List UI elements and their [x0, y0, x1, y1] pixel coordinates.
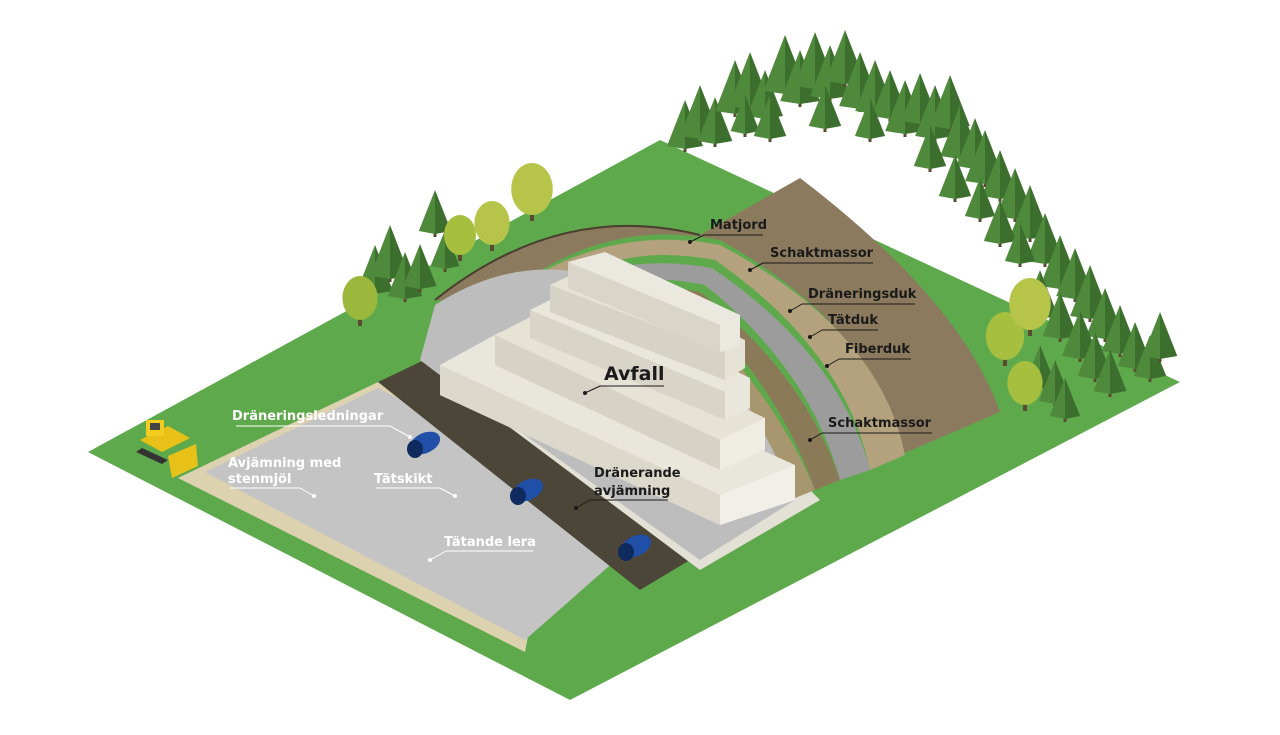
leader-dot [825, 364, 829, 368]
conifer-tree-icon [1042, 292, 1078, 342]
leader-line [584, 385, 601, 394]
label-tatduk: Tätduk [828, 313, 878, 328]
bulldozer-icon [136, 420, 198, 478]
leader-dot [408, 435, 412, 439]
leader-line [429, 550, 447, 561]
deciduous-tree-icon [985, 312, 1025, 366]
leader-line [809, 432, 823, 441]
label-draenerande-line1: Dränerande [594, 466, 681, 481]
leader-line [575, 499, 591, 509]
label-schaktmassor-top: Schaktmassor [770, 246, 874, 261]
conifer-tree-icon [753, 95, 787, 142]
deciduous-tree-icon [1007, 361, 1043, 411]
conifer-tree-icon [983, 200, 1017, 247]
conifer-tree-icon [913, 125, 947, 172]
deciduous-tree-icon [444, 215, 476, 261]
conifer-tree-icon [730, 95, 760, 137]
conifer-tree-icon [1093, 349, 1127, 397]
label-schaktmassor-side: Schaktmassor [828, 416, 932, 431]
leader-line [809, 329, 823, 338]
conifer-tree-icon [403, 244, 437, 292]
conifer-tree-icon [808, 85, 842, 132]
drainage-pipe-icon [618, 534, 652, 561]
conifer-tree-icon [1049, 378, 1081, 422]
leader-line [389, 425, 411, 438]
leader-dot [808, 335, 812, 339]
leader-dot [808, 438, 812, 442]
label-avjamning-line1: Avjämning med [228, 456, 341, 471]
deciduous-tree-icon [342, 276, 378, 326]
leader-line [299, 487, 315, 497]
conifer-tree-icon [418, 190, 452, 237]
label-avfall: Avfall [604, 363, 665, 385]
drainage-pipe-icon [407, 431, 441, 458]
leader-line [826, 358, 840, 367]
leader-line [439, 487, 456, 497]
conifer-tree-icon [854, 98, 886, 142]
label-tatande-lera: Tätande lera [444, 535, 536, 550]
leader-dot [688, 240, 692, 244]
conifer-tree-icon [1142, 312, 1178, 362]
waste-pyramid [440, 252, 795, 525]
leader-dot [312, 494, 316, 498]
conifer-tree-icon [938, 155, 972, 202]
deciduous-tree-icon [511, 163, 553, 221]
conifer-tree-icon [930, 75, 970, 132]
conifer-tree-icon [964, 178, 996, 222]
deciduous-tree-icon [474, 201, 510, 251]
label-draenerande-line2: avjämning [594, 484, 670, 499]
label-draneringsledningar: Dräneringsledningar [232, 409, 384, 424]
conifer-tree-icon [1004, 223, 1036, 267]
forest [342, 30, 1178, 422]
label-tatskikt: Tätskikt [374, 472, 433, 487]
leader-line [789, 303, 803, 312]
label-avjamning-line2: stenmjöl [228, 472, 291, 487]
leader-dot [574, 506, 578, 510]
label-fiberduk: Fiberduk [845, 342, 910, 357]
deciduous-tree-icon [1009, 278, 1051, 336]
leader-dot [428, 558, 432, 562]
labels: Matjord Schaktmassor Dräneringsduk Tätdu… [228, 218, 932, 562]
drainage-pipes [407, 431, 652, 561]
leader-dot [453, 494, 457, 498]
drainage-pipe-icon [510, 478, 544, 505]
label-draneringsduk: Dräneringsduk [808, 287, 917, 302]
leader-line [689, 234, 705, 243]
leader-line [749, 262, 764, 271]
leader-dot [748, 268, 752, 272]
leader-dot [583, 391, 587, 395]
leader-dot [788, 309, 792, 313]
label-matjord: Matjord [710, 218, 767, 233]
